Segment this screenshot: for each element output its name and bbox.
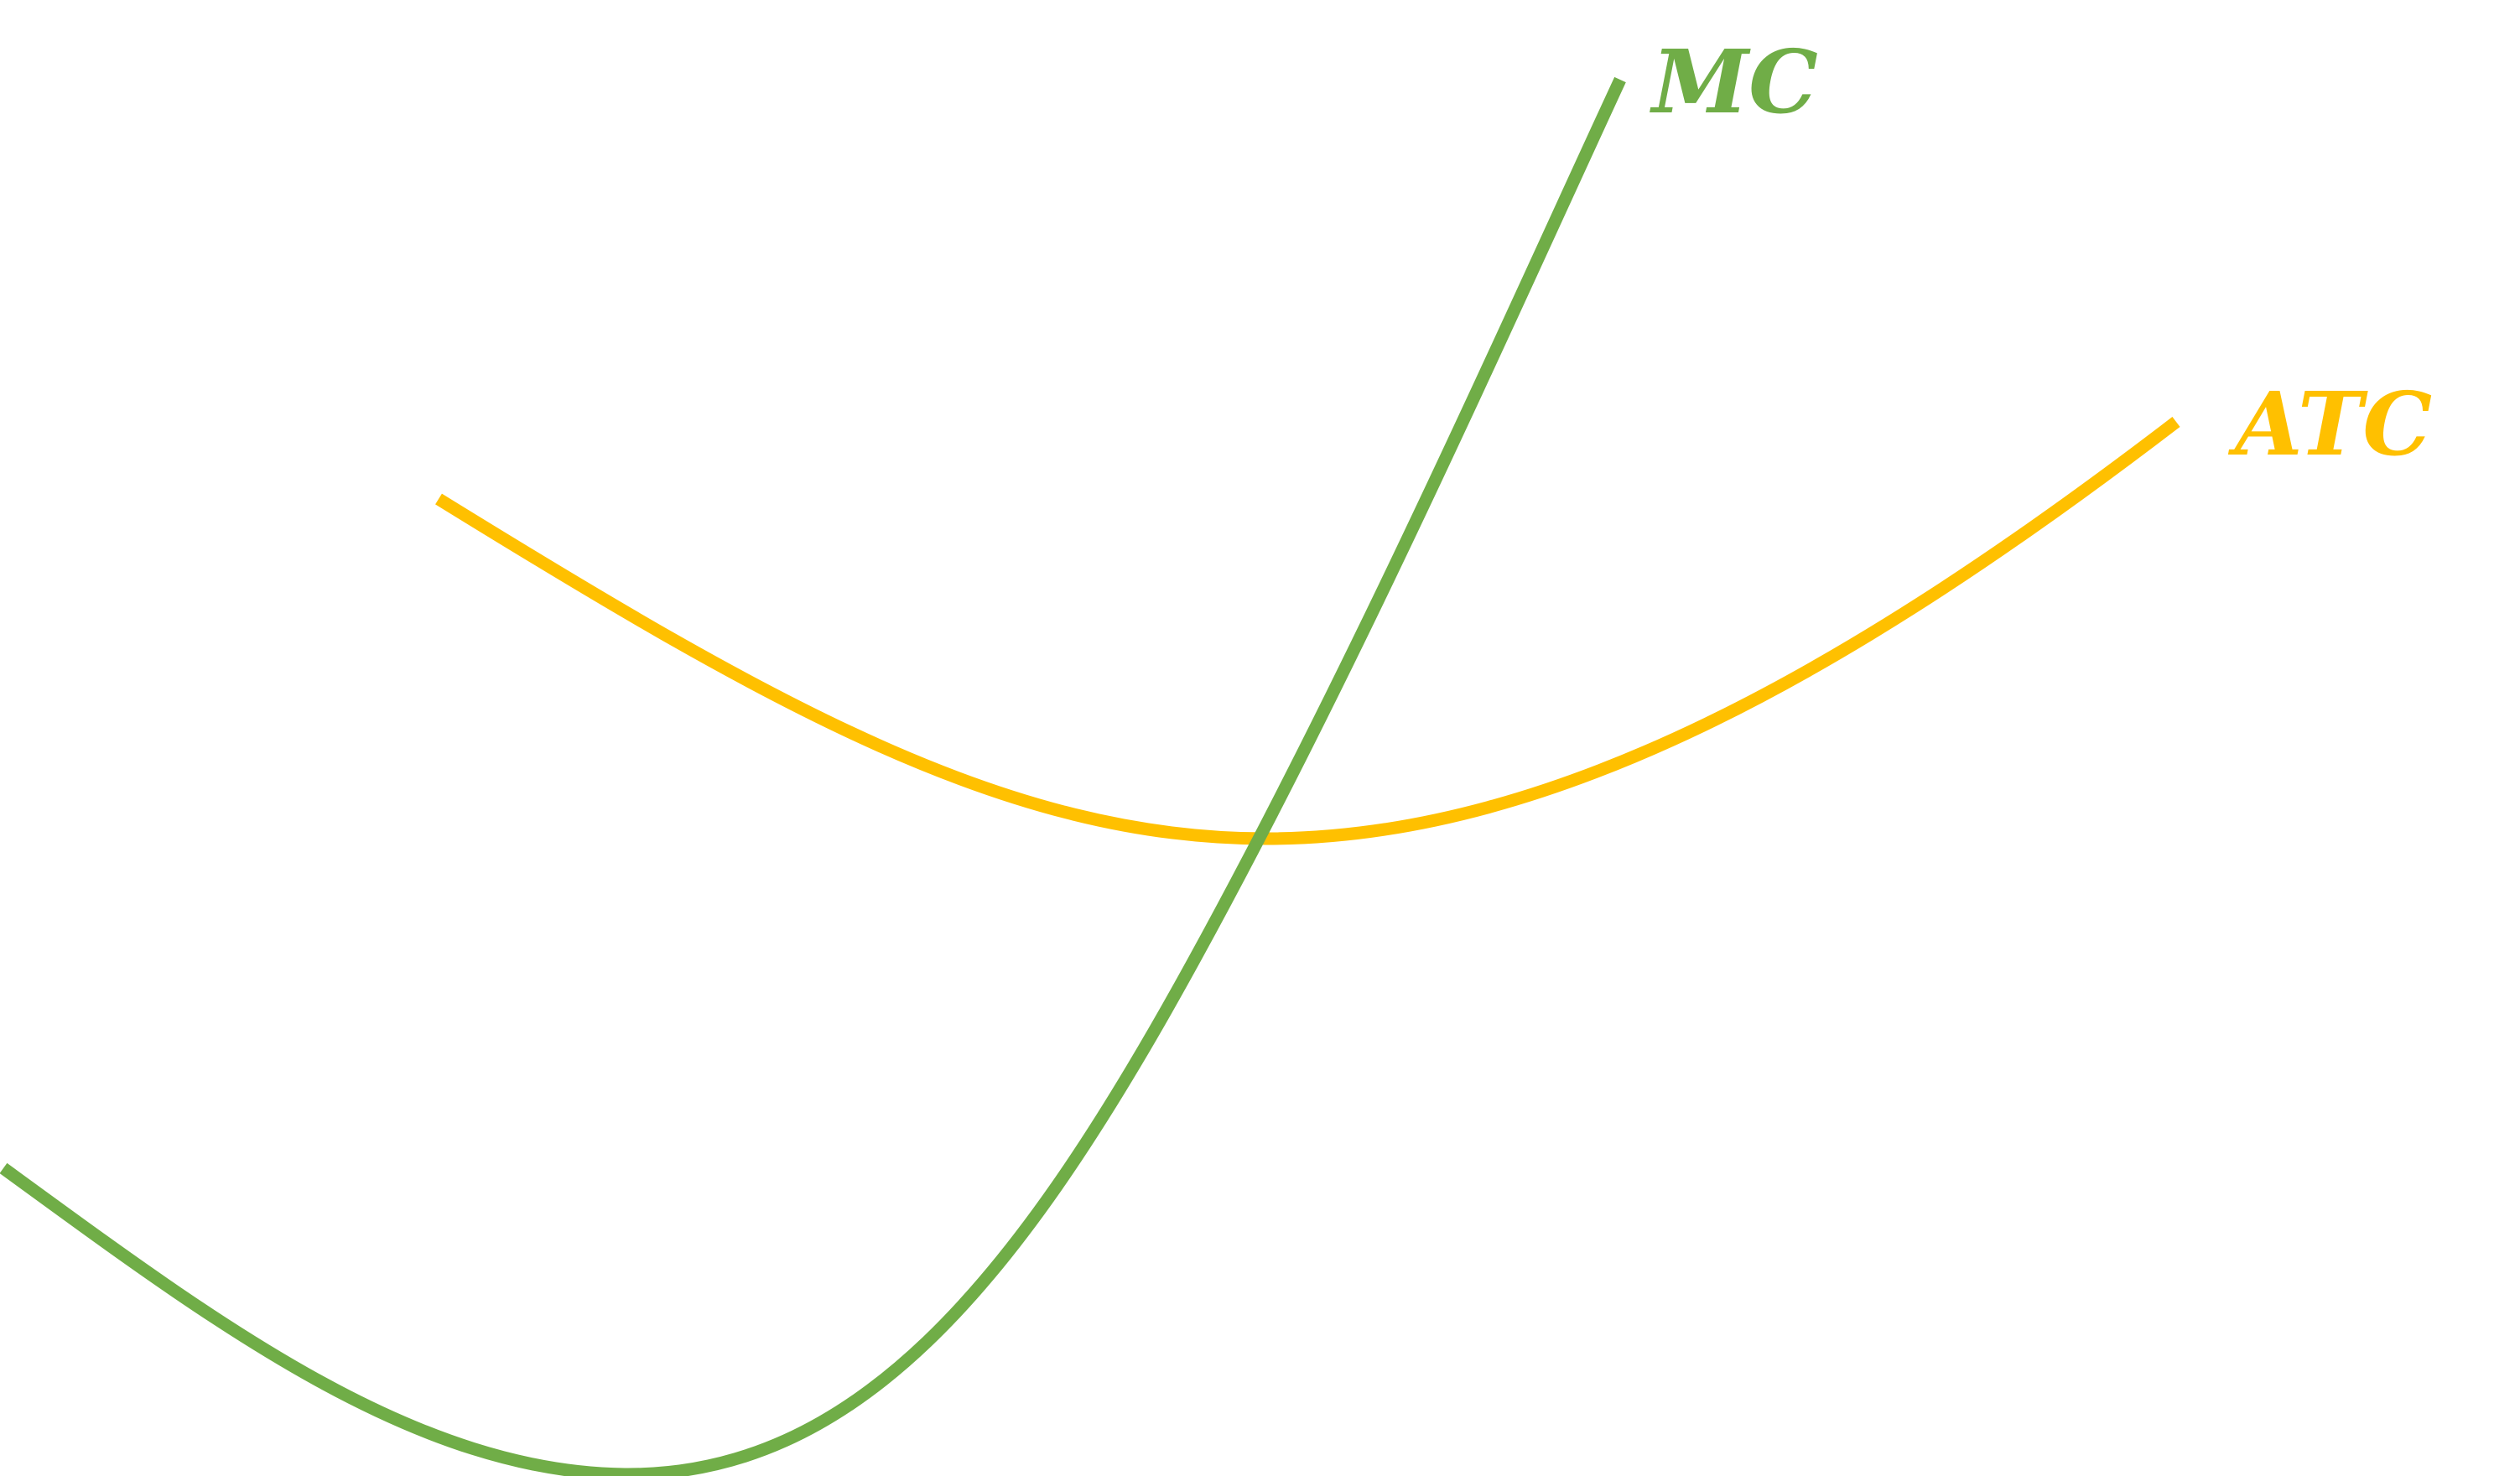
mc-label: MC [1650, 30, 1818, 133]
mc-curve [0, 76, 1626, 1476]
atc-curve [435, 417, 2180, 845]
atc-label: ATC [2227, 372, 2432, 476]
